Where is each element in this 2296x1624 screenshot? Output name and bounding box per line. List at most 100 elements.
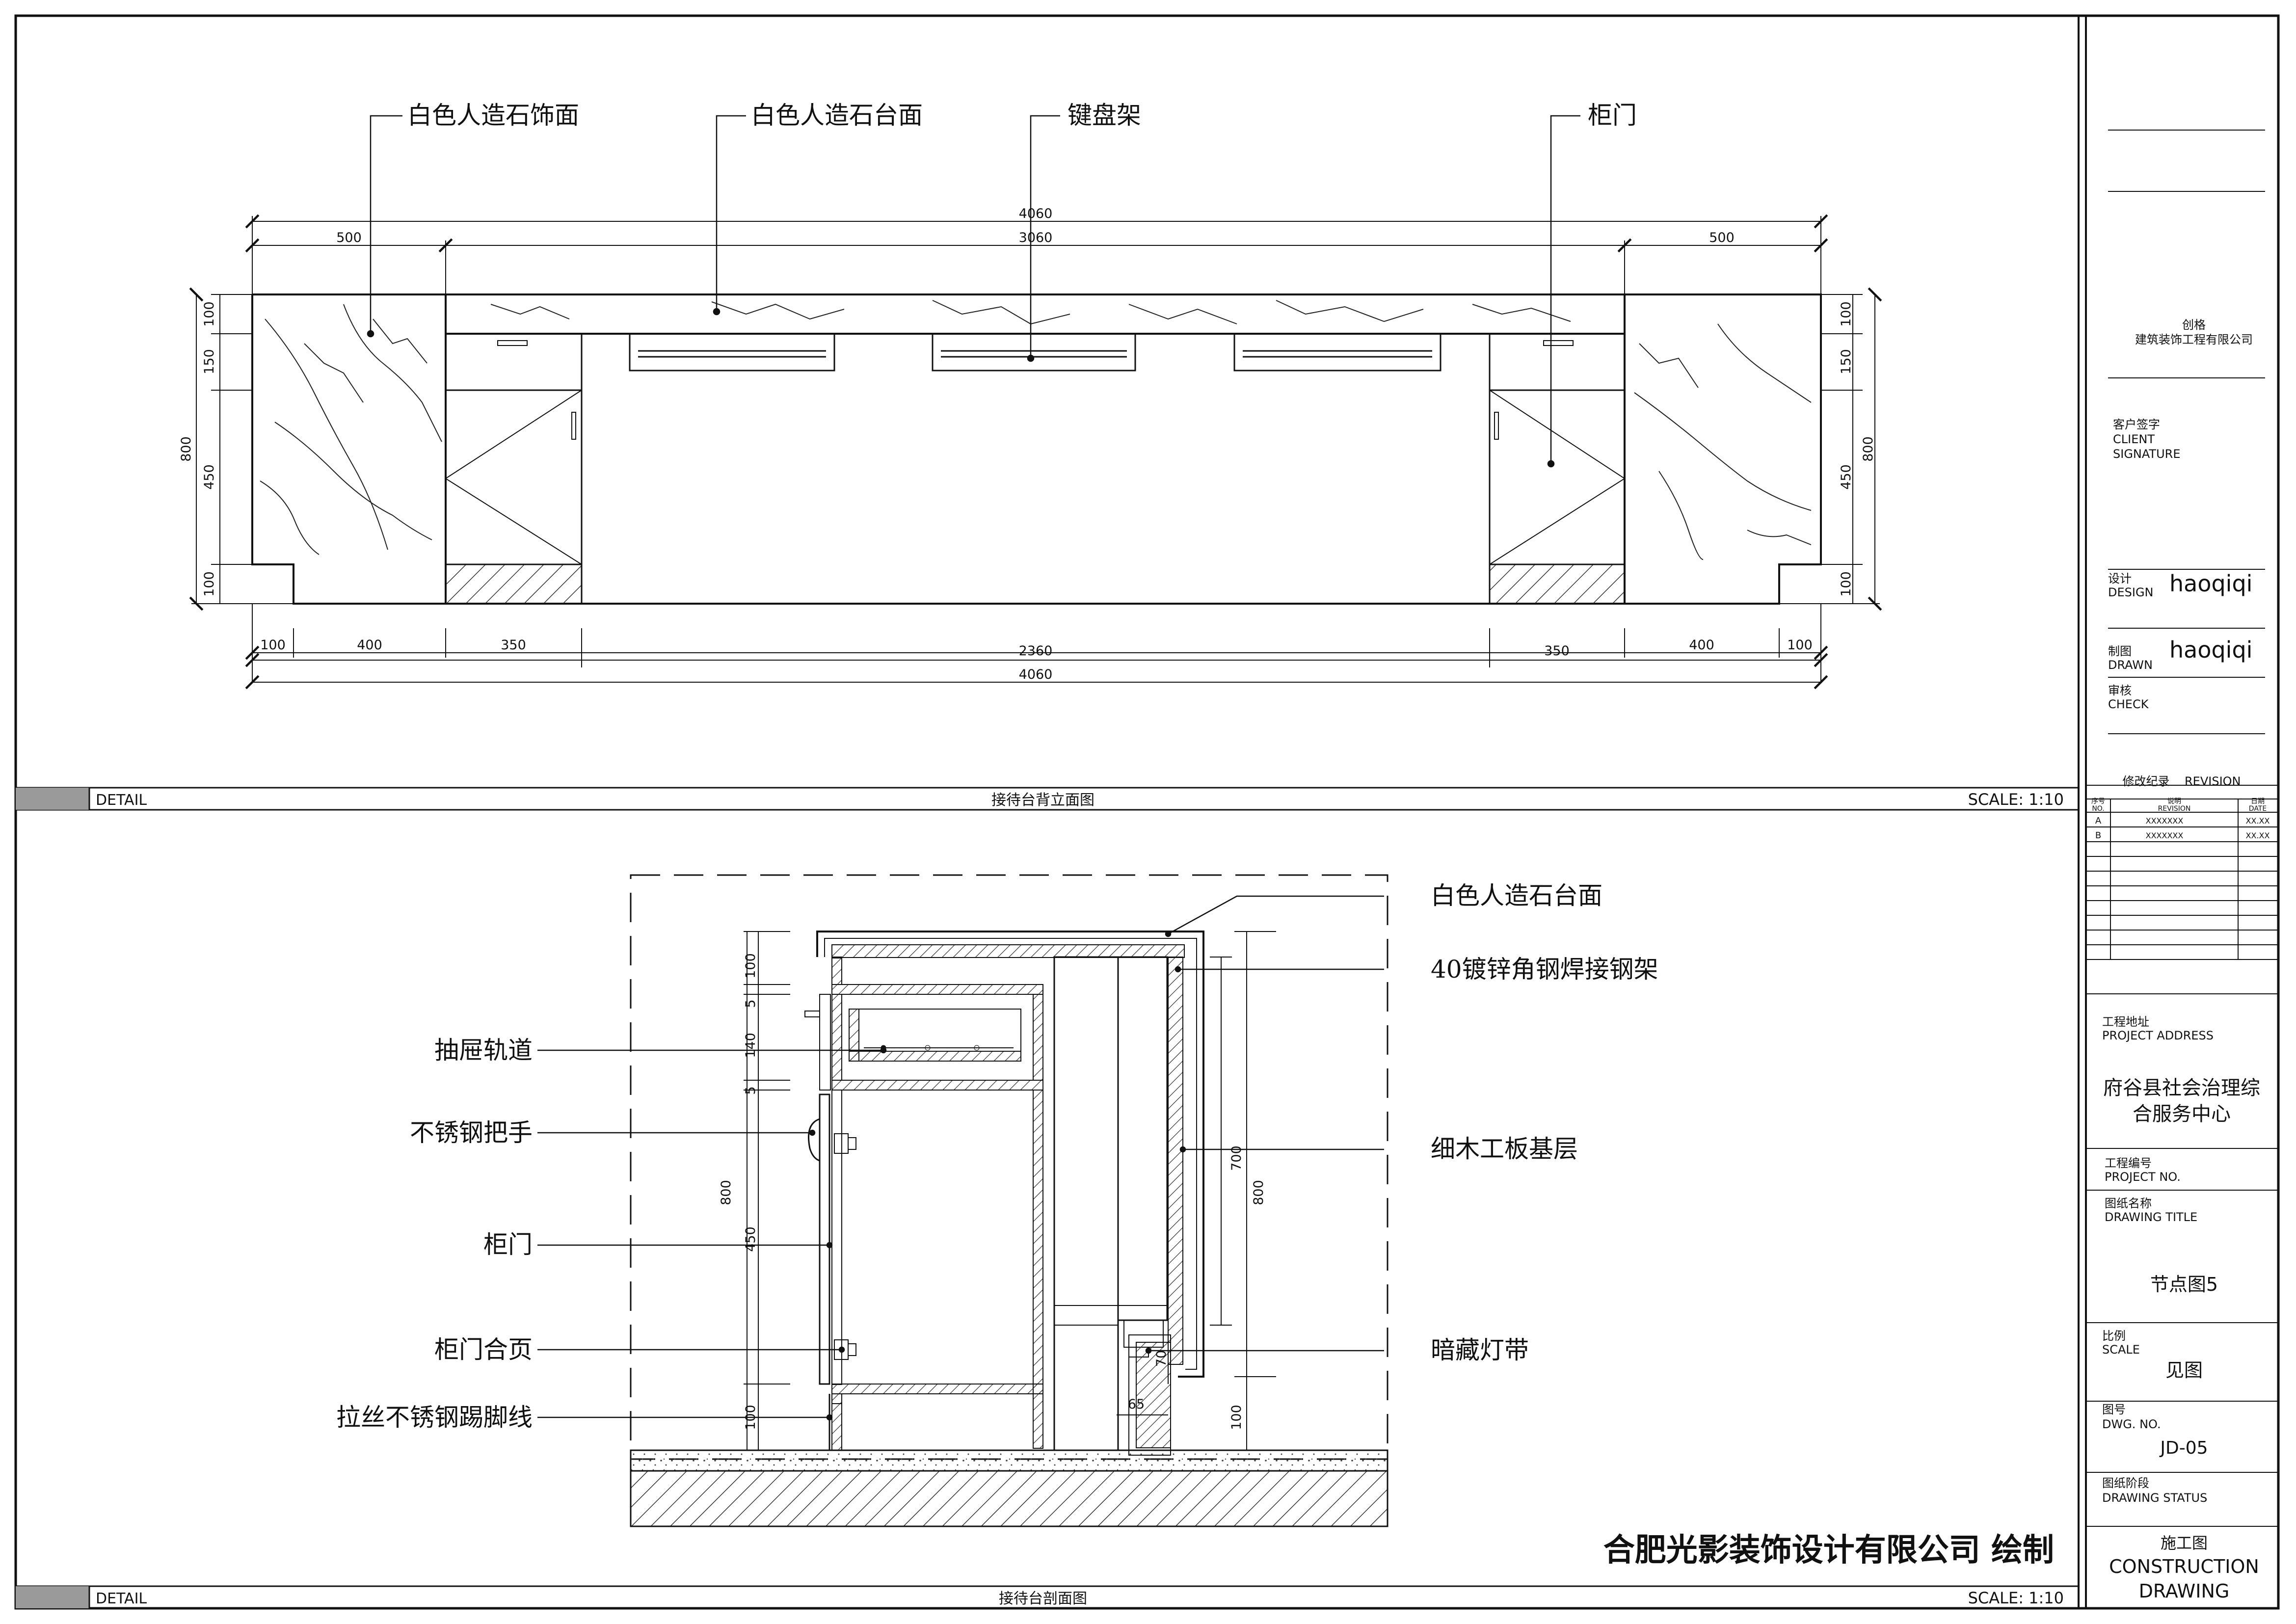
dim-v100a-left: 100 (202, 301, 217, 327)
drawn-signature: haoqiqi (2169, 637, 2252, 663)
dim-b2360: 2360 (1019, 643, 1053, 659)
dim-b100a: 100 (260, 638, 286, 653)
label-board: 细木工板基层 (1431, 1135, 1578, 1163)
dim-s450: 450 (743, 1226, 758, 1252)
detail-title: 接待台剖面图 (999, 1590, 1087, 1607)
check-label-en: CHECK (2108, 697, 2149, 711)
label-led-strip: 暗藏灯带 (1431, 1336, 1529, 1364)
drawing-title-value: 节点图5 (2150, 1274, 2218, 1295)
label-steel-frame: 40镀锌角钢焊接钢架 (1431, 955, 1658, 984)
design-label-cn: 设计 (2108, 572, 2132, 586)
dim-s65: 65 (1128, 1397, 1145, 1412)
title-label-cn: 图纸名称 (2105, 1197, 2152, 1210)
dim-v800-right: 800 (1861, 436, 1876, 462)
label-top: 白色人造石台面 (751, 101, 923, 130)
scale-label-en: SCALE (2102, 1343, 2140, 1357)
design-signature: haoqiqi (2169, 570, 2252, 597)
dim-total-bottom: 4060 (1019, 667, 1053, 682)
dim-s140: 140 (743, 1033, 758, 1058)
detail-label: DETAIL (96, 792, 147, 809)
address-label-en: PROJECT ADDRESS (2102, 1029, 2214, 1042)
status-line-3: DRAWING (2139, 1580, 2230, 1602)
title-label-en: DRAWING TITLE (2105, 1210, 2197, 1224)
dim-right-top: 500 (1709, 230, 1735, 245)
label-keyboard-tray: 键盘架 (1068, 101, 1141, 130)
dim-left-top: 500 (336, 230, 362, 245)
dim-s800r: 800 (1251, 1180, 1266, 1205)
dwg-label-en: DWG. NO. (2102, 1417, 2161, 1431)
design-label-en: DESIGN (2108, 586, 2154, 599)
detail-title: 接待台背立面图 (991, 792, 1095, 809)
company-name-1: 创格 (2182, 318, 2206, 332)
dim-mid-top: 3060 (1019, 230, 1053, 245)
address-line-1: 府谷县社会治理综 (2103, 1077, 2260, 1099)
section-drawing (630, 874, 1388, 1527)
detail-bar-section: DETAIL 接待台剖面图 SCALE: 1:10 (16, 1585, 2079, 1608)
status-label-en: DRAWING STATUS (2102, 1491, 2207, 1505)
label-section-top: 白色人造石台面 (1431, 881, 1602, 910)
rev-header-date-cn: 日期 (2251, 798, 2265, 805)
dim-v450-right: 450 (1839, 464, 1854, 490)
dwg-label-cn: 图号 (2102, 1403, 2126, 1416)
dim-total-top: 4060 (1019, 206, 1053, 221)
dim-s100r: 100 (1229, 1405, 1244, 1430)
label-handle: 不锈钢把手 (410, 1118, 533, 1147)
label-section-door: 柜门 (483, 1230, 533, 1259)
dim-s100b: 100 (743, 1405, 758, 1430)
dim-v150-right: 150 (1839, 349, 1854, 374)
label-face: 白色人造石饰面 (407, 101, 579, 130)
dim-v100b-left: 100 (202, 571, 217, 597)
dim-v150-left: 150 (202, 349, 217, 374)
label-hinge: 柜门合页 (434, 1335, 533, 1364)
detail-scale: SCALE: 1:10 (1968, 790, 2064, 809)
dim-s70: 70 (1154, 1350, 1169, 1367)
status-line-2: CONSTRUCTION (2109, 1556, 2259, 1577)
rev-header-no-cn: 序号 (2091, 798, 2105, 805)
dim-s700: 700 (1229, 1145, 1244, 1171)
section-leaders (537, 895, 1384, 1421)
elevation-drawing (251, 293, 1822, 605)
rev-row-no: A (2095, 816, 2102, 826)
dim-b400b: 400 (1689, 638, 1714, 653)
dim-v800-left: 800 (179, 436, 194, 462)
elevation-dimensions (189, 214, 1882, 690)
drawn-label-en: DRAWN (2108, 658, 2153, 672)
rev-header-date-en: DATE (2249, 805, 2267, 813)
rev-header-no-en: NO. (2092, 805, 2104, 813)
marble-veins (260, 300, 1812, 560)
dwg-number: JD-05 (2159, 1438, 2208, 1458)
dim-s5b: 5 (743, 1086, 758, 1094)
rev-row-no: B (2095, 830, 2101, 841)
rev-header-desc-cn: 说明 (2167, 798, 2181, 805)
company-watermark: 合肥光影装饰设计有限公司 绘制 (1603, 1532, 2054, 1569)
client-label-en1: CLIENT (2113, 432, 2155, 446)
dim-v100b-right: 100 (1839, 571, 1854, 597)
scale-value: 见图 (2165, 1359, 2203, 1381)
revision-title: 修改纪录 REVISION (2122, 774, 2241, 788)
dim-s100: 100 (743, 953, 758, 979)
status-line-1: 施工图 (2161, 1534, 2208, 1552)
dim-s800: 800 (719, 1180, 734, 1205)
status-label-cn: 图纸阶段 (2102, 1476, 2149, 1490)
detail-label: DETAIL (96, 1590, 147, 1607)
dim-b100b: 100 (1787, 638, 1813, 653)
dim-v100a-right: 100 (1839, 301, 1854, 327)
rev-row-date: XX.XX (2246, 831, 2270, 840)
projno-label-en: PROJECT NO. (2105, 1170, 2181, 1184)
detail-scale: SCALE: 1:10 (1968, 1589, 2064, 1607)
dim-b350a: 350 (501, 638, 526, 653)
rev-row-date: XX.XX (2246, 816, 2270, 825)
client-label-en2: SIGNATURE (2113, 447, 2180, 461)
section-dimensions (744, 931, 1276, 1451)
dim-b400a: 400 (357, 638, 382, 653)
address-label-cn: 工程地址 (2102, 1015, 2149, 1029)
rev-row-desc: XXXXXXX (2146, 831, 2184, 840)
dim-b350b: 350 (1544, 643, 1570, 659)
detail-bar-elevation: DETAIL 接待台背立面图 SCALE: 1:10 (16, 787, 2079, 811)
check-label-cn: 审核 (2108, 684, 2132, 697)
rev-header-desc-en: REVISION (2158, 805, 2191, 813)
rev-row-desc: XXXXXXX (2146, 816, 2184, 825)
label-kick-plate: 拉丝不锈钢踢脚线 (336, 1403, 533, 1432)
client-label-cn: 客户签字 (2113, 418, 2160, 431)
